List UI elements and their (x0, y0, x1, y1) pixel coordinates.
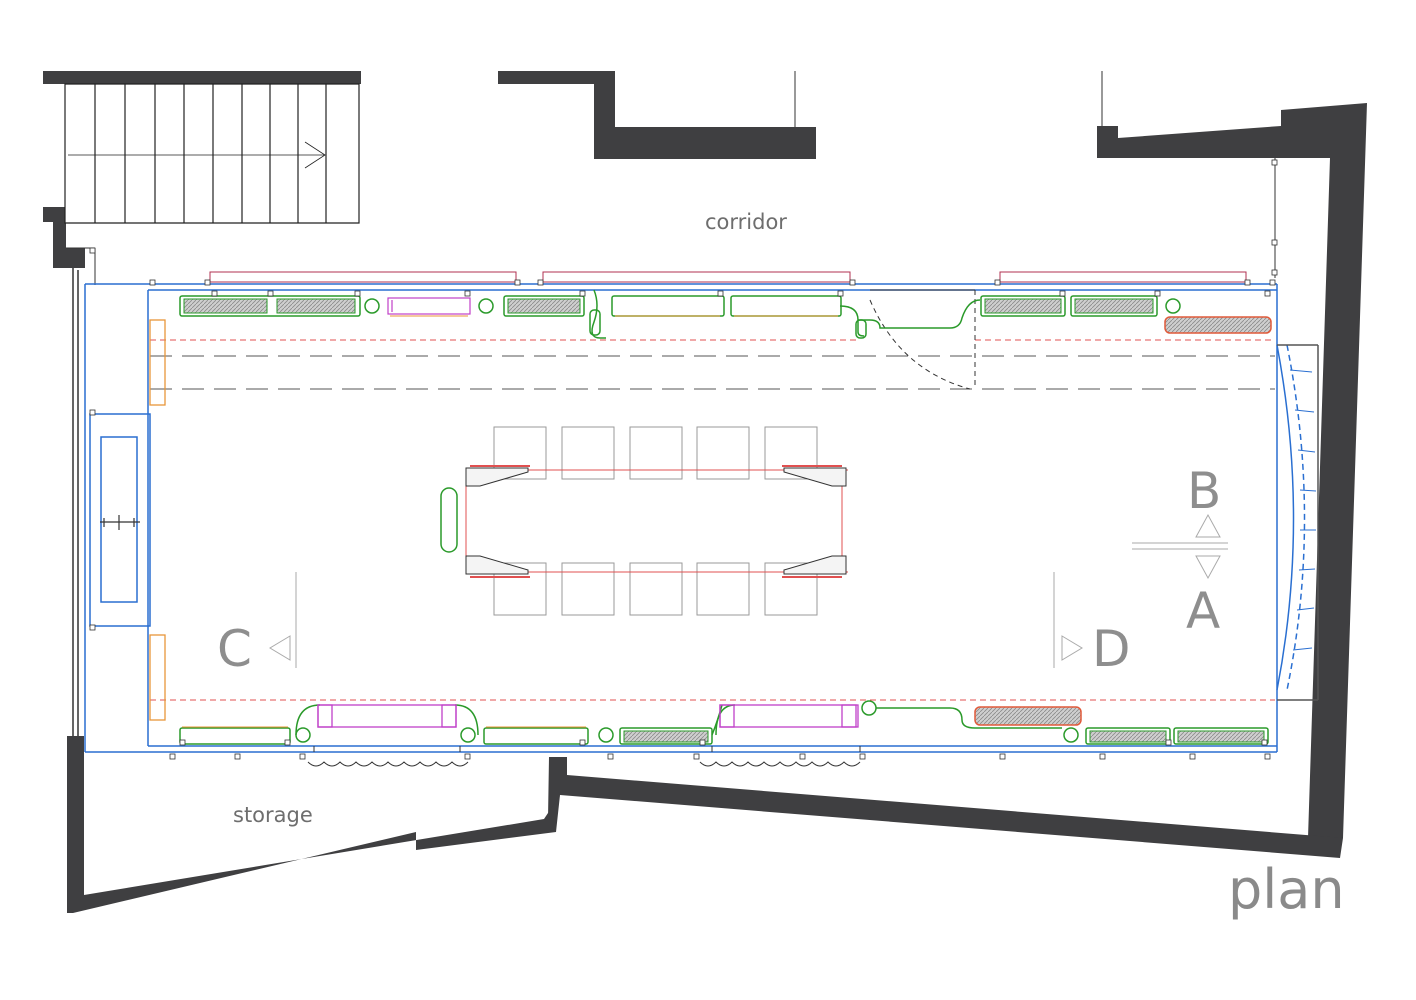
wall-bottom-right (548, 757, 1343, 858)
wall-right (1097, 103, 1367, 838)
plan-title: plan (1228, 858, 1345, 921)
section-label-d: D (1092, 620, 1131, 678)
wall-top-left (43, 71, 361, 84)
triangle-marker-icon (1195, 555, 1221, 580)
section-label-b: B (1187, 462, 1221, 520)
conference-table (440, 426, 848, 616)
section-markers (269, 513, 1228, 668)
table-end-radiator (440, 487, 458, 553)
chairs-top (493, 426, 818, 480)
left-window-fixture (100, 515, 140, 530)
table-top (465, 469, 848, 573)
bottom-magenta-boxes (317, 704, 859, 728)
storage-label: storage (233, 803, 313, 827)
dashed-guides (150, 339, 1275, 701)
top-hatched-panels (183, 298, 1154, 314)
bottom-curtains (307, 746, 861, 767)
top-wall-panels (209, 271, 1247, 283)
corridor-label: corridor (705, 210, 787, 234)
bottom-radiator-row (179, 700, 1269, 745)
door (869, 289, 976, 390)
wall-storage (67, 736, 560, 913)
top-radiator-row (179, 289, 1181, 339)
wall-anchors (89, 159, 1278, 760)
triangle-marker-icon (269, 635, 291, 661)
right-curtain-ticks (1289, 369, 1317, 651)
top-right-heater (1164, 316, 1272, 334)
table-leg-caps (470, 465, 842, 578)
bottom-right-heater (974, 706, 1082, 726)
arrow-right-icon (304, 141, 326, 169)
section-label-a: A (1186, 582, 1220, 640)
table-legs (465, 467, 847, 575)
chairs-bottom (493, 562, 818, 616)
triangle-marker-icon (1195, 513, 1221, 538)
staircase (64, 83, 360, 224)
wall-left-stub (43, 207, 85, 268)
corridor-lines (66, 71, 1276, 285)
section-label-c: C (217, 620, 252, 678)
left-cabinets (149, 319, 166, 721)
top-magenta-box (387, 297, 471, 315)
walls (43, 71, 1367, 913)
room-outline (72, 268, 1319, 753)
wall-top-notch (498, 71, 816, 159)
triangle-marker-icon (1061, 635, 1083, 661)
bottom-hatched-panels (623, 730, 1265, 743)
